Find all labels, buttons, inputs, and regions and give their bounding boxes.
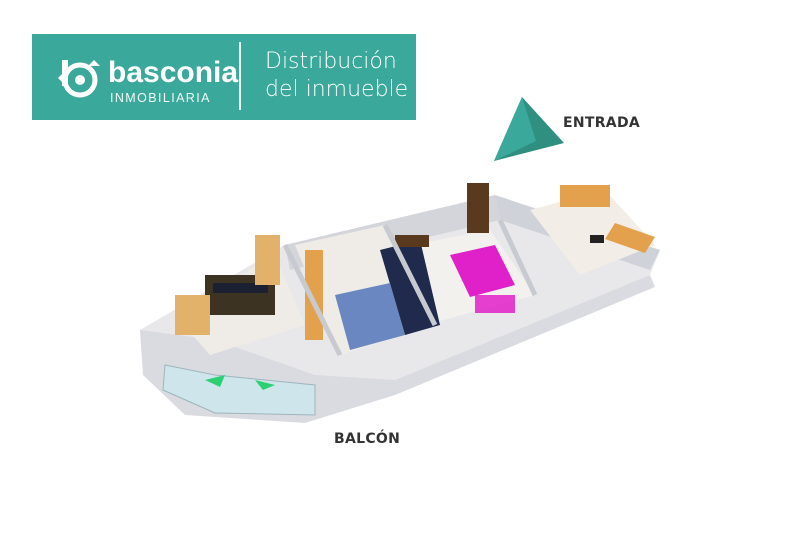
basconia-logo-icon: [58, 60, 100, 98]
brand-name: basconia: [108, 56, 239, 89]
brand-banner: basconia INMOBILIARIA Distribución del i…: [32, 34, 416, 120]
page-title-line1: Distribución: [265, 49, 397, 74]
entrance-label: ENTRADA: [563, 115, 641, 131]
page-title-line2: del inmueble: [265, 77, 409, 102]
brand-subtitle: INMOBILIARIA: [110, 91, 211, 105]
banner-divider: [239, 42, 241, 110]
floor-plan-3d: [140, 183, 660, 423]
entrance-arrow-icon: [494, 97, 564, 161]
balcony-label: BALCÓN: [334, 431, 401, 447]
